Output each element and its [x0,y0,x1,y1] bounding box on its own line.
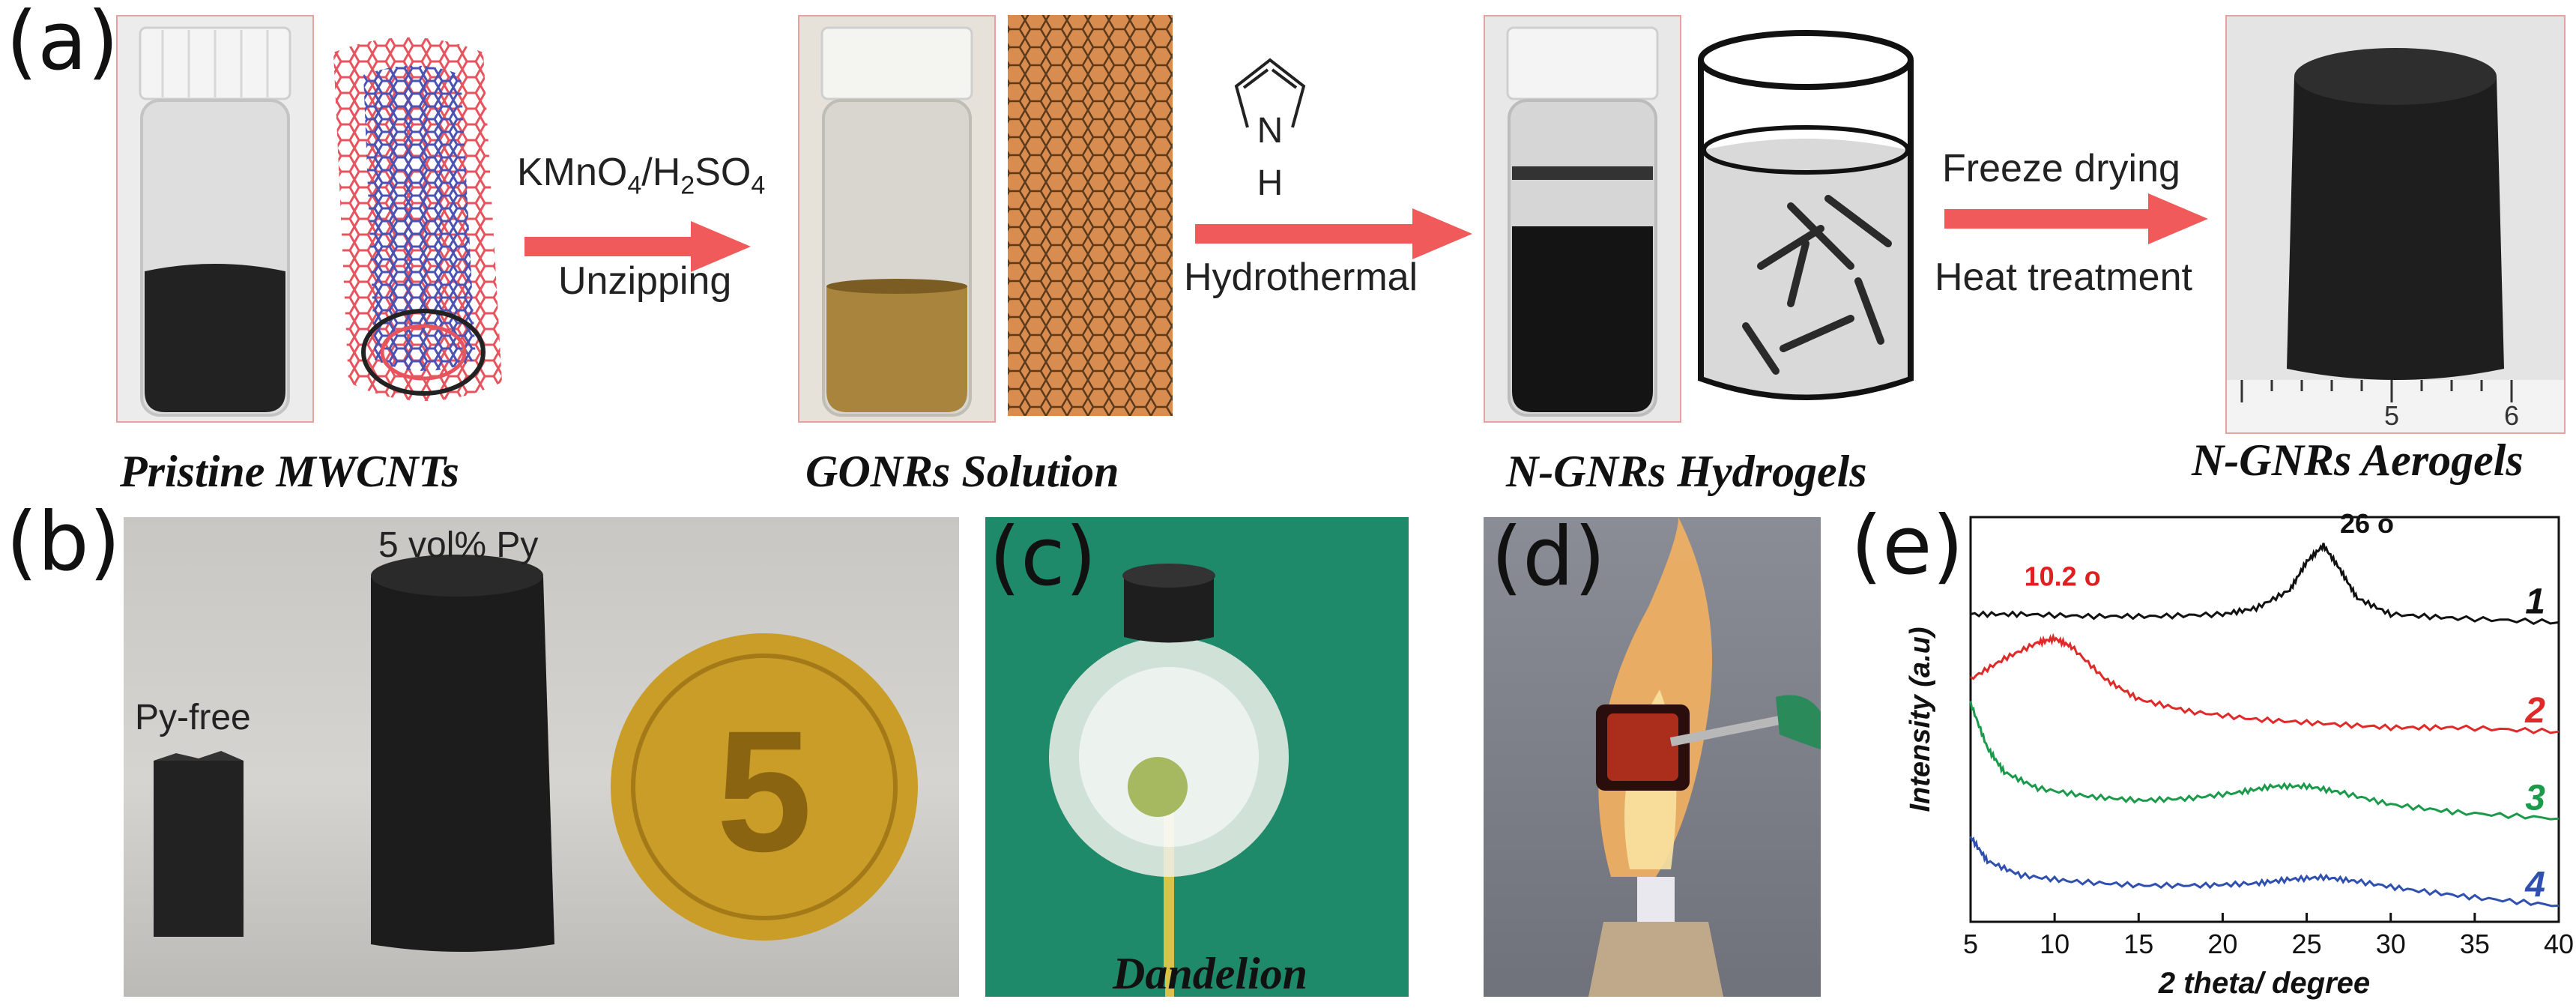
arrow-step-2 [1195,208,1472,259]
panel-c-letter: (c) [989,510,1097,604]
x-tick-label: 10 [2040,929,2069,959]
panel-d-letter: (d) [1491,510,1606,604]
graphene-ribbon-illustration [1004,11,1176,420]
caption-gonrs-solution: GONRs Solution [805,447,1119,496]
panel-c-photo [985,517,1409,997]
y-axis-label: Intensity (a.u) [1905,627,1936,812]
hydrothermal-label: Hydrothermal [1184,256,1418,299]
xrd-chart-svg: 5 10 15 20 25 30 35 40 10.2 o 26 o 1 2 3 4 2 theta/… [1905,508,2574,1000]
series-line-1 [1970,543,2560,626]
reagent-label: KMnO4/H2SO4 [517,151,766,200]
caption-dandelion: Dandelion [1113,949,1308,998]
ruler-number-6: 6 [2504,400,2519,431]
pyrrole-h-label: H [1257,163,1284,203]
aerogel-photo: 5 6 [2225,15,2566,434]
panel-b-photo: 5 [124,517,959,997]
x-tick-label: 5 [1963,929,1978,959]
series-label-4: 4 [2524,865,2545,905]
pyrrole-n-label: N [1257,111,1284,151]
heat-treatment-label: Heat treatment [1935,256,2192,299]
series-label-1: 1 [2525,582,2545,621]
x-tick-label: 20 [2207,929,2237,959]
x-tick-label: 30 [2376,929,2406,959]
pyrrole-molecule: N H [1214,41,1326,214]
caption-n-gnrs-hydrogels: N-GNRs Hydrogels [1506,447,1867,496]
peak-annotation: 26 o [2340,508,2394,539]
xrd-chart: 5 10 15 20 25 30 35 40 10.2 o 26 o 1 2 3 4 2 theta/… [1888,508,2574,1004]
series-line-3 [1969,701,2560,821]
x-tick-label: 15 [2123,929,2153,959]
arrow-step-1 [524,221,751,272]
series-line-4 [1969,836,2560,908]
series-label-3: 3 [2525,778,2545,818]
ruler-number-5: 5 [2384,400,2399,431]
plot-frame [1969,516,2560,923]
mwcnt-vial-photo [116,15,314,423]
label-5-vol-py: 5 vol% Py [378,525,539,565]
x-tick-label: 25 [2292,929,2322,959]
x-tick-label: 35 [2460,929,2490,959]
label-py-free: Py-free [135,698,251,737]
hydrogel-vial-photo [1484,15,1681,423]
panel-e-letter: (e) [1851,499,1964,593]
peak-annotation: 10.2 o [2025,561,2101,591]
panel-d-photo [1484,517,1821,997]
gonrs-vial-photo [798,15,996,423]
caption-n-gnrs-aerogels: N-GNRs Aerogels [2192,435,2524,485]
coin-digit: 5 [716,695,812,887]
series-line-2 [1970,633,2560,734]
unzipping-label: Unzipping [558,259,732,303]
nanotube-illustration [318,30,513,420]
freeze-drying-label: Freeze drying [1942,147,2180,190]
x-tick-label: 40 [2544,929,2574,959]
series-label-2: 2 [2524,691,2545,731]
hydrogel-beaker-schematic [1678,19,1933,427]
arrow-step-3 [1944,193,2208,244]
panel-b-letter: (b) [6,495,121,589]
caption-pristine-mwcnts: Pristine MWCNTs [120,447,459,496]
panel-a-letter: (a) [6,0,119,88]
x-axis-label: 2 theta/ degree [2158,967,2370,1000]
